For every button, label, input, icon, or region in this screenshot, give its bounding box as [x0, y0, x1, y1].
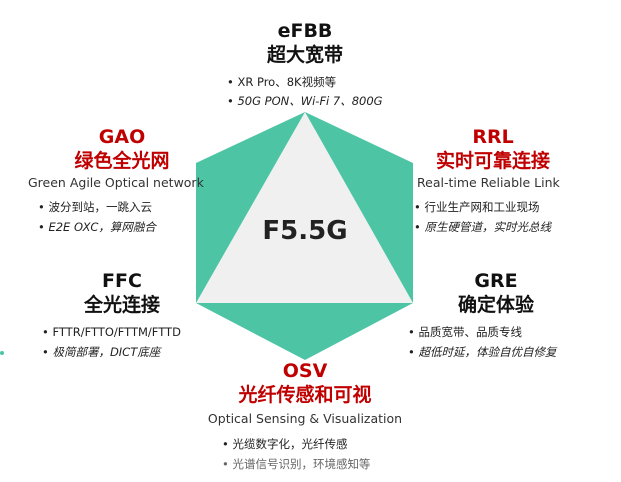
osv-code: OSV — [282, 360, 328, 382]
ffc-title: 全光连接 — [83, 294, 161, 316]
efbb-bullet-2: • 50G PON、Wi-Fi 7、800G — [227, 94, 383, 108]
gao-english: Green Agile Optical network — [28, 175, 204, 190]
rrl-title: 实时可靠连接 — [435, 150, 551, 172]
gre-code: GRE — [474, 270, 518, 292]
gre-bullet-1: • 品质宽带、品质专线 — [408, 325, 522, 339]
osv-bullet-1: • 光缆数字化，光纤传感 — [222, 437, 348, 451]
osv-title: 光纤传感和可视 — [238, 384, 372, 406]
efbb-title: 超大宽带 — [266, 44, 344, 66]
gre-title: 确定体验 — [457, 294, 535, 316]
ffc-bullet-1: • FTTR/FTTO/FTTM/FTTD — [42, 325, 181, 339]
rrl-english: Real-time Reliable Link — [417, 175, 560, 190]
osv-bullet-2: • 光谱信号识别，环境感知等 — [222, 457, 371, 471]
rrl-bullet-1: • 行业生产网和工业现场 — [414, 200, 540, 214]
gao-bullet-1: • 波分到站，一跳入云 — [38, 200, 152, 214]
efbb-code: eFBB — [277, 20, 333, 42]
gre-bullet-2: • 超低时延，体验自优自修复 — [408, 345, 557, 359]
ffc-code: FFC — [102, 270, 142, 292]
rrl-bullet-2: • 原生硬管道，实时光总线 — [414, 220, 551, 234]
efbb-bullet-1: • XR Pro、8K视频等 — [227, 75, 337, 89]
gao-bullet-2: • E2E OXC，算网融合 — [38, 220, 156, 234]
decorative-dot — [0, 351, 4, 355]
center-triangle — [196, 112, 413, 303]
gao-code: GAO — [98, 126, 146, 148]
ffc-bullet-2: • 极简部署，DICT底座 — [42, 345, 161, 359]
rrl-code: RRL — [472, 126, 514, 148]
gao-title: 绿色全光网 — [74, 150, 170, 172]
center-label: F5.5G — [262, 216, 348, 246]
osv-english: Optical Sensing & Visualization — [207, 411, 403, 426]
